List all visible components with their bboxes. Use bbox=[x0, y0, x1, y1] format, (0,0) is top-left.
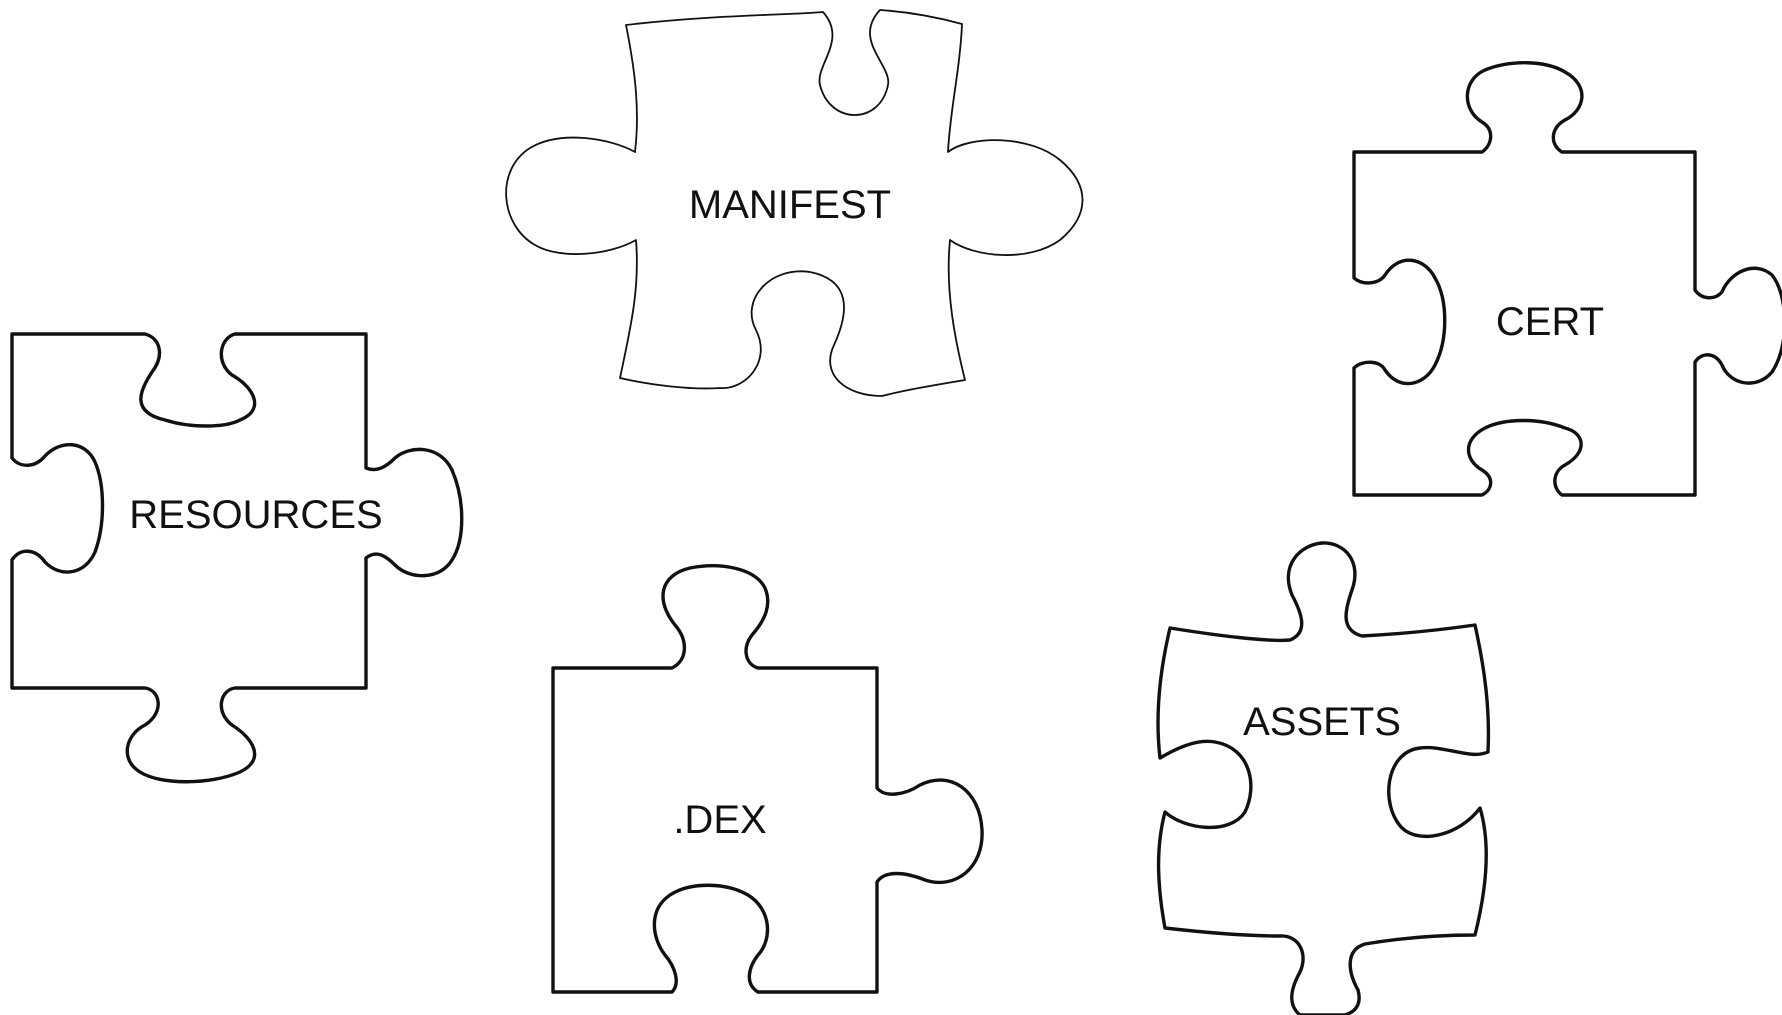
puzzle-piece-resources: RESOURCES bbox=[10, 332, 464, 784]
manifest-label: MANIFEST bbox=[689, 183, 891, 227]
dex-piece-outline bbox=[551, 564, 984, 994]
manifest-piece-outline bbox=[505, 9, 1084, 397]
cert-piece-outline bbox=[1352, 61, 1782, 497]
assets-piece-outline bbox=[1156, 541, 1491, 1015]
puzzle-piece-cert: CERT bbox=[1352, 61, 1782, 497]
resources-label: RESOURCES bbox=[129, 493, 382, 537]
puzzle-piece-manifest: MANIFEST bbox=[505, 9, 1084, 397]
dex-label: .DEX bbox=[673, 798, 766, 842]
assets-label: ASSETS bbox=[1243, 700, 1401, 744]
puzzle-piece-assets: ASSETS bbox=[1156, 541, 1491, 1015]
resources-piece-outline bbox=[10, 332, 464, 784]
puzzle-piece-dex: .DEX bbox=[551, 564, 984, 994]
cert-label: CERT bbox=[1496, 300, 1604, 344]
